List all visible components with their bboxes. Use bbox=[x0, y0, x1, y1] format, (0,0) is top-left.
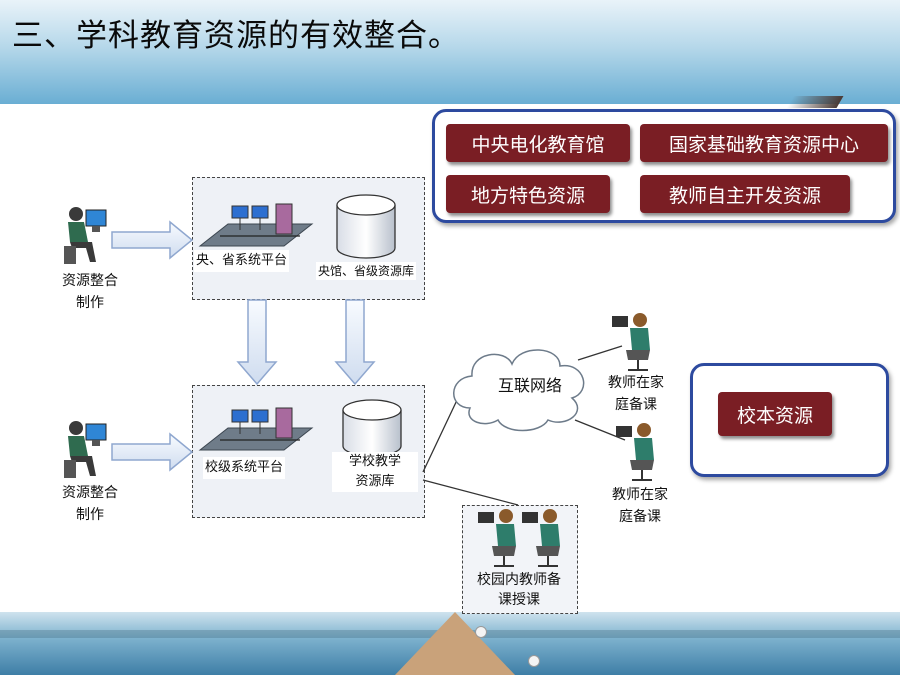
bottom-worker-label: 资源整合 制作 bbox=[50, 482, 130, 526]
database-icon bbox=[342, 399, 402, 457]
tag-school-resource: 校本资源 bbox=[718, 392, 832, 436]
tag-teacher-developed: 教师自主开发资源 bbox=[640, 175, 850, 213]
home-teacher-2-label: 教师在家 庭备课 bbox=[598, 484, 682, 528]
home-teacher-1-line2: 庭备课 bbox=[615, 397, 657, 413]
pier-decoration bbox=[395, 612, 515, 675]
central-platform-label: 央、省系统平台 bbox=[194, 250, 290, 272]
campus-teachers-line1: 校园内教师备 bbox=[477, 572, 561, 588]
arrow-down-platform bbox=[236, 299, 278, 386]
home-teacher-1-label: 教师在家 庭备课 bbox=[594, 372, 678, 416]
arrow-right-top bbox=[111, 220, 194, 260]
arrow-down-database bbox=[334, 299, 376, 386]
network-equipment-icon bbox=[198, 407, 314, 451]
campus-teachers-line2: 课授课 bbox=[498, 592, 540, 608]
network-equipment-icon bbox=[198, 203, 314, 247]
lamp-icon bbox=[475, 626, 487, 638]
top-worker-label-line1: 资源整合 bbox=[62, 273, 118, 289]
teacher-laptop-icon bbox=[616, 423, 654, 481]
internet-cloud-icon bbox=[453, 349, 585, 432]
home-teacher-2-line2: 庭备课 bbox=[619, 509, 661, 525]
tag-national-center: 国家基础教育资源中心 bbox=[640, 124, 888, 162]
school-db-label: 学校教学 资源库 bbox=[332, 452, 418, 492]
school-db-label-line2: 资源库 bbox=[355, 474, 395, 489]
worker-at-computer-icon bbox=[64, 421, 107, 478]
tag-local-special: 地方特色资源 bbox=[446, 175, 610, 213]
school-db-label-line1: 学校教学 bbox=[348, 454, 401, 469]
teacher-laptop-icon bbox=[478, 509, 516, 567]
tag-central-audiovisual: 中央电化教育馆 bbox=[446, 124, 630, 162]
arrow-right-bottom bbox=[111, 432, 194, 472]
campus-teachers-group bbox=[462, 505, 578, 614]
top-worker-label: 资源整合 制作 bbox=[50, 270, 130, 314]
home-teacher-2-line1: 教师在家 bbox=[612, 487, 668, 503]
campus-teachers-label: 校园内教师备 课授课 bbox=[464, 570, 574, 610]
bottom-worker-label-line1: 资源整合 bbox=[62, 485, 118, 501]
bottom-worker-label-line2: 制作 bbox=[76, 507, 104, 523]
home-teacher-1-line1: 教师在家 bbox=[608, 375, 664, 391]
central-db-label: 央馆、省级资源库 bbox=[316, 262, 417, 280]
teacher-laptop-icon bbox=[522, 509, 560, 567]
internet-label: 互联网络 bbox=[497, 376, 562, 395]
school-platform-label: 校级系统平台 bbox=[203, 457, 286, 479]
top-worker-label-line2: 制作 bbox=[76, 295, 104, 311]
network-lines bbox=[422, 345, 626, 506]
slide-title: 三、学科教育资源的有效整合。 bbox=[12, 18, 460, 54]
lamp-icon bbox=[528, 655, 540, 667]
worker-at-computer-icon bbox=[64, 207, 107, 264]
database-icon bbox=[336, 194, 396, 259]
teacher-laptop-icon bbox=[612, 313, 650, 371]
header-banner: 三、学科教育资源的有效整合。 bbox=[0, 0, 900, 104]
